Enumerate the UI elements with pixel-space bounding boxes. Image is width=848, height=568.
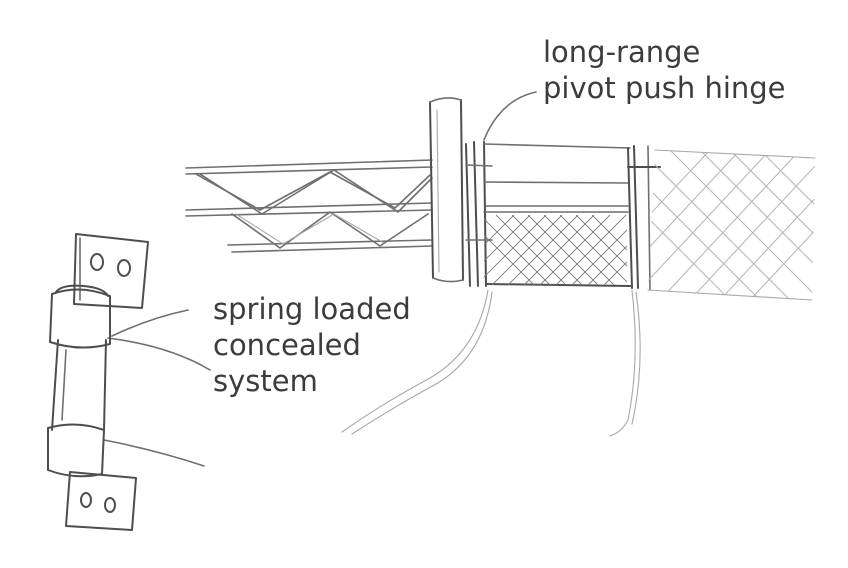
hinge-label-line1: long-range bbox=[543, 35, 701, 69]
hinge-leader-line bbox=[483, 91, 537, 141]
spring-label-line2: concealed bbox=[213, 328, 361, 362]
hinge-label-line2: pivot push hinge bbox=[543, 71, 786, 105]
spring-hinge-detail bbox=[47, 233, 211, 531]
gate-post bbox=[429, 97, 464, 283]
spring-leader-line bbox=[111, 309, 189, 337]
spring-callout-label: spring loaded concealed system bbox=[213, 291, 411, 399]
gate-leaf bbox=[465, 141, 661, 291]
chain-link-mesh bbox=[647, 149, 816, 301]
lattice-rail-section bbox=[185, 159, 433, 253]
hinge-callout-label: long-range pivot push hinge bbox=[543, 34, 786, 106]
spring-label-line3: system bbox=[213, 364, 318, 398]
spring-label-line1: spring loaded bbox=[213, 292, 411, 326]
swing-path-lines bbox=[341, 289, 641, 437]
